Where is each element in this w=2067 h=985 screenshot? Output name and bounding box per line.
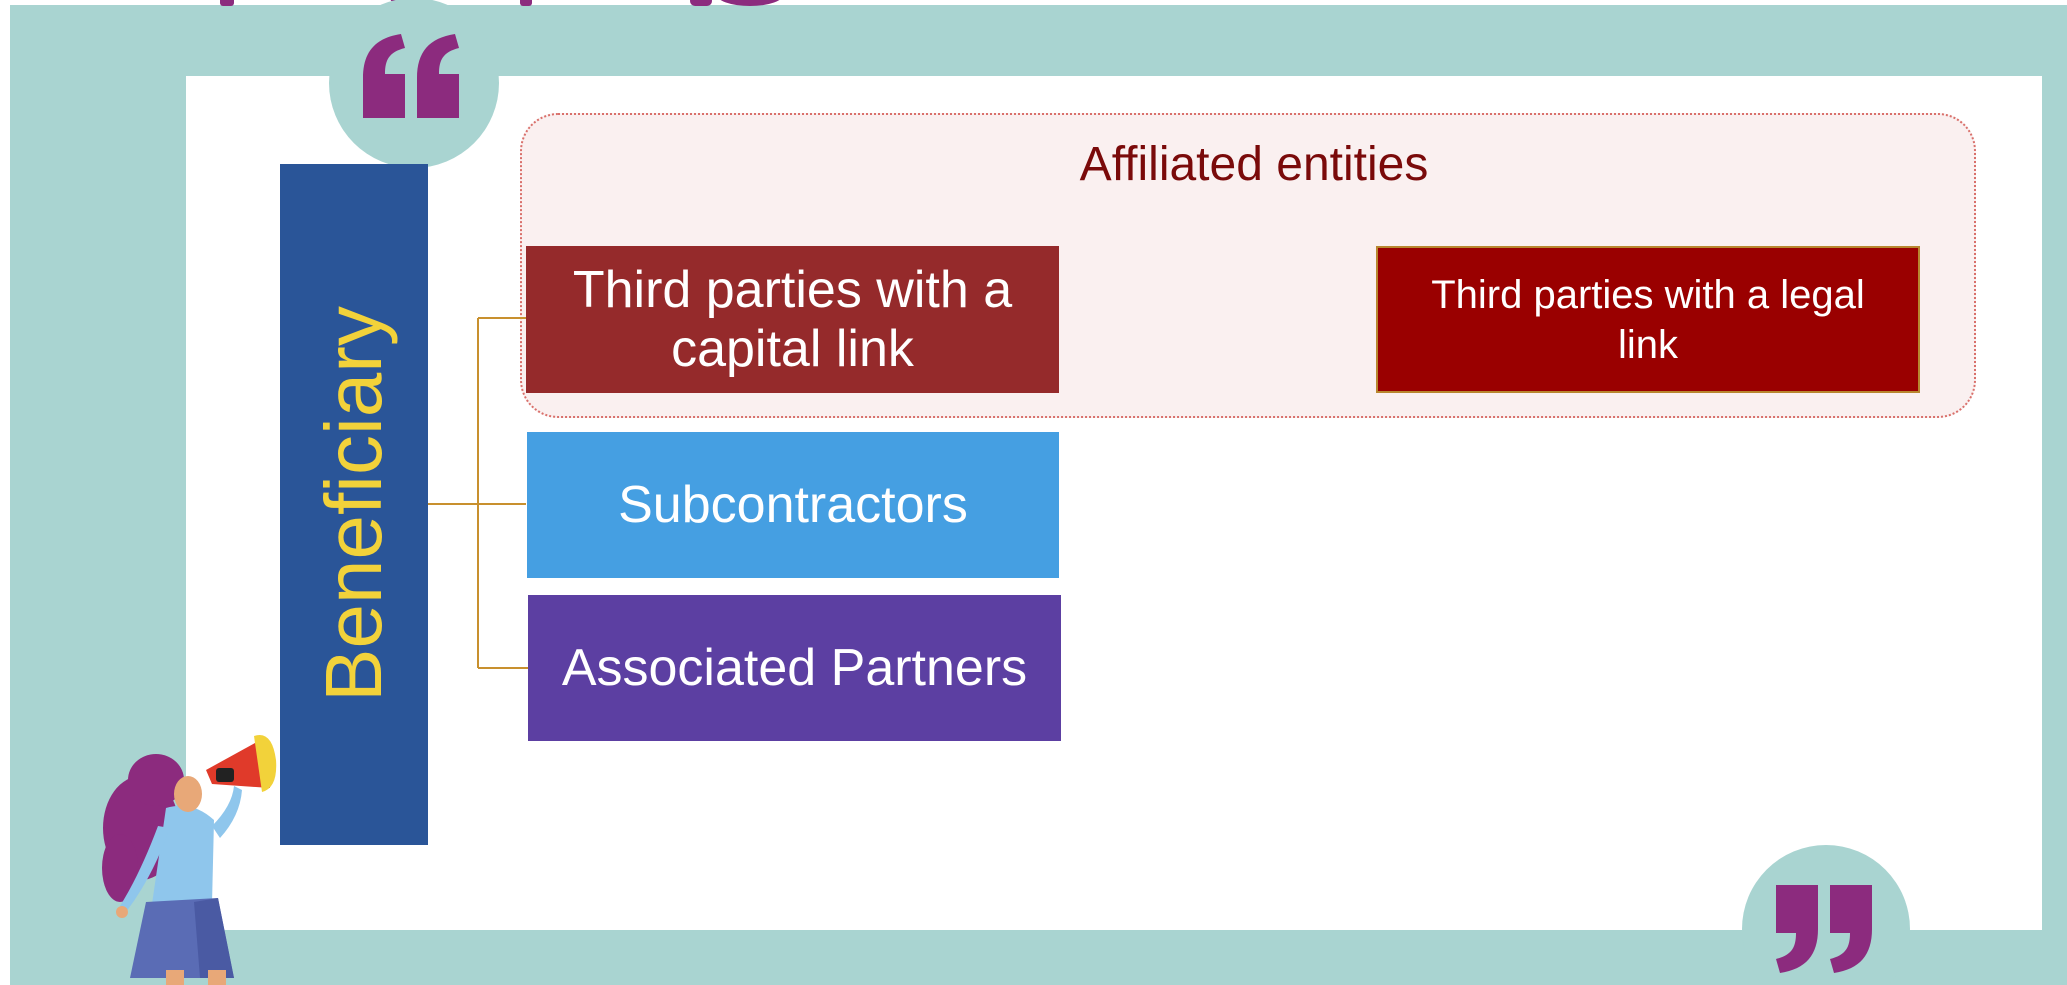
left-edge <box>0 0 10 985</box>
associated-partners-label: Associated Partners <box>561 639 1028 697</box>
associated-partners-node: Associated Partners <box>528 595 1061 741</box>
open-quote-badge <box>329 0 499 168</box>
top-edge <box>0 0 2067 5</box>
legal-link-label: Third parties with a legal link <box>1431 272 1865 367</box>
subcontractors-label: Subcontractors <box>618 476 968 534</box>
capital-link-label: Third parties with a capital link <box>572 261 1013 378</box>
legal-link-node: Third parties with a legal link <box>1376 246 1920 393</box>
capital-link-node: Third parties with a capital link <box>526 246 1059 393</box>
affiliated-entities-title: Affiliated entities <box>1079 138 1429 191</box>
close-quote-badge <box>1742 845 1910 985</box>
woman-with-megaphone-icon <box>102 735 277 985</box>
beneficiary-label: Beneficiary <box>309 306 398 702</box>
subcontractors-node: Subcontractors <box>527 432 1059 578</box>
quote-close-icon <box>1776 885 1872 973</box>
quote-open-icon <box>363 34 459 118</box>
beneficiary-node <box>280 164 428 845</box>
cropped-slide-title <box>220 0 920 8</box>
